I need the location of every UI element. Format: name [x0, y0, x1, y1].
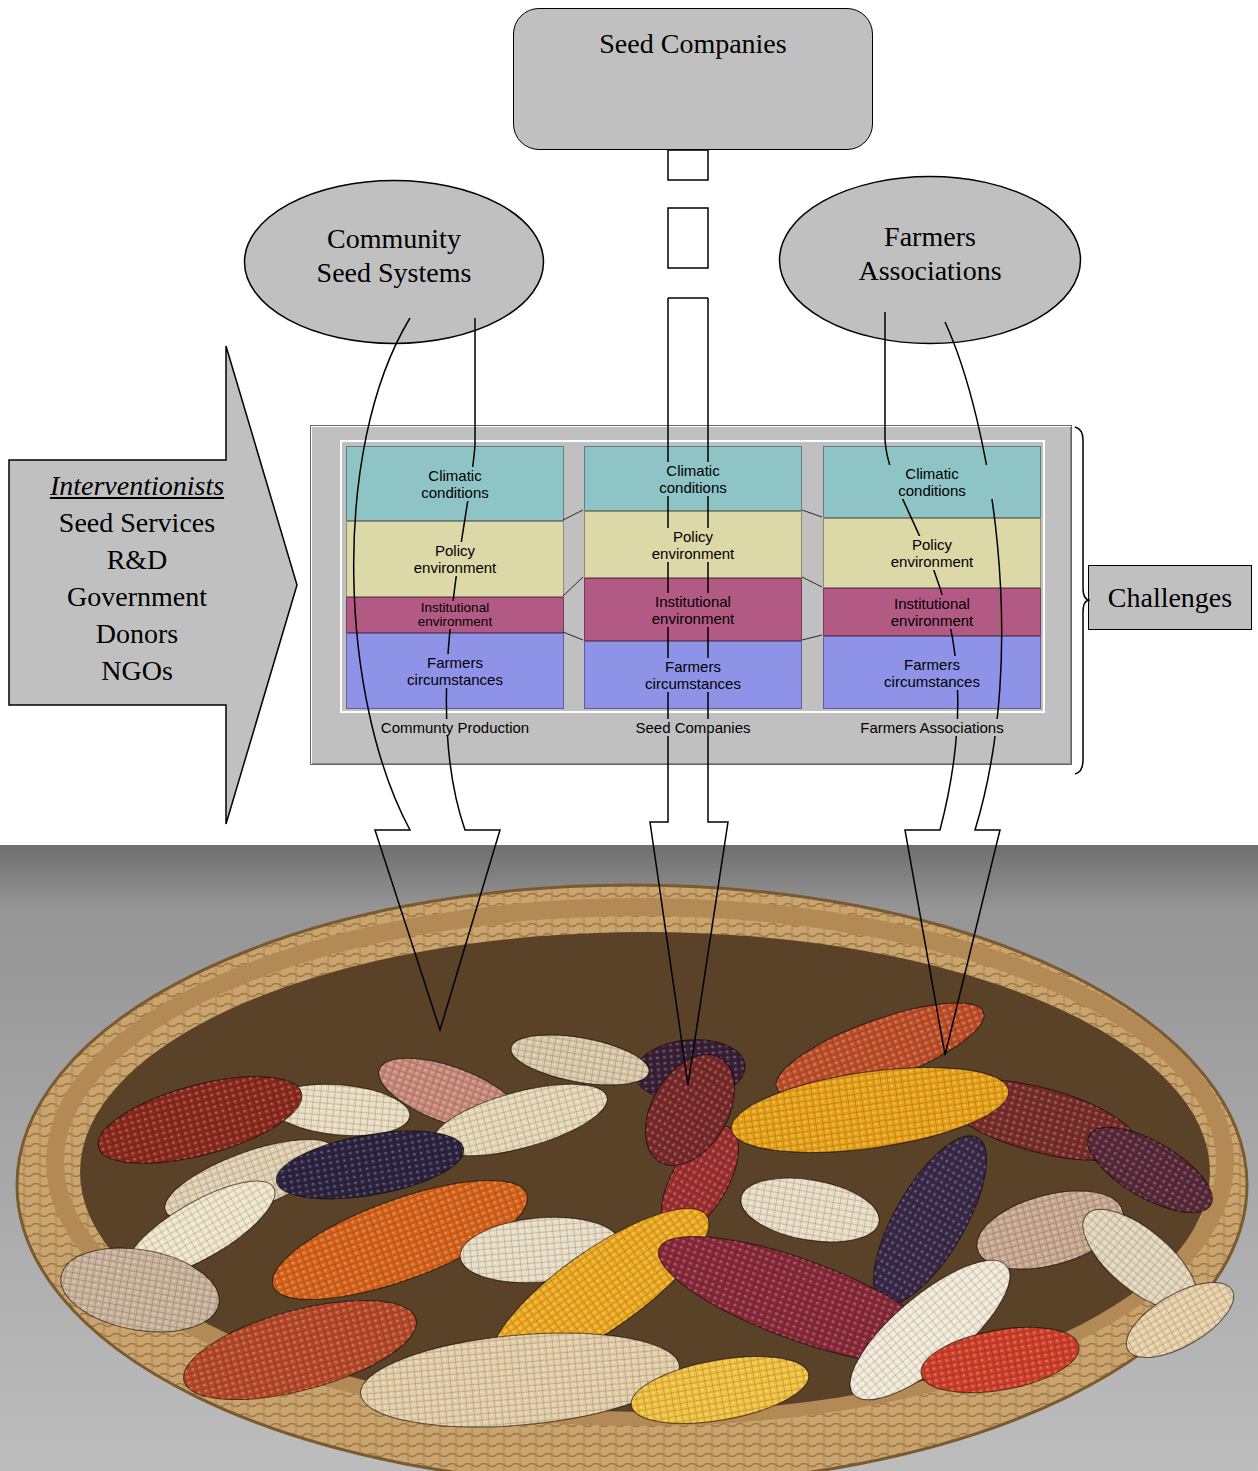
axis-label: Farmers Associations — [857, 719, 1006, 736]
band-label: Policy environment — [632, 528, 754, 562]
band-label: Policy environment — [871, 536, 993, 570]
band-label: Farmers circumstances — [632, 658, 754, 692]
axis-slot: Seed Companies — [584, 719, 802, 739]
series-lines — [563, 510, 822, 640]
node-label: Seed Companies — [599, 27, 786, 61]
band-label: Policy environment — [394, 542, 516, 576]
farmer-band: Farmers circumstances — [823, 636, 1041, 709]
axis-slot: Farmers Associations — [823, 719, 1041, 739]
farmer-band: Farmers circumstances — [584, 641, 802, 709]
band-label: Institutional environment — [394, 601, 516, 629]
node-label: Community Seed Systems — [307, 222, 482, 290]
institution-band: Institutional environment — [346, 597, 564, 633]
challenge-box: Challenges — [1088, 565, 1252, 630]
list-item: Seed Services — [28, 504, 246, 541]
challenge-panel: Communty Production Seed Companies Farmers… — [310, 425, 1072, 765]
band-label: Climatic conditions — [871, 465, 993, 499]
ellipse-shape — [245, 181, 544, 344]
axis-label: Seed Companies — [632, 719, 753, 736]
institution-band: Institutional environment — [823, 588, 1041, 636]
band-label: Farmers circumstances — [871, 656, 993, 690]
policy-band: Policy environment — [584, 511, 802, 578]
climate-band: Climatic conditions — [584, 446, 802, 511]
node-label: Challenges — [1108, 581, 1232, 615]
institution-band: Institutional environment — [584, 578, 802, 641]
plot-frame — [341, 441, 1044, 712]
list-item: Donors — [28, 615, 246, 652]
node-label: Farmers Associations — [843, 220, 1018, 288]
farmer-band: Farmers circumstances — [346, 633, 564, 709]
policy-band: Policy environment — [346, 521, 564, 597]
axis-label: Communty Production — [378, 719, 532, 736]
policy-band: Policy environment — [823, 518, 1041, 588]
source-ellipse: Community Seed Systems — [243, 179, 545, 345]
source-box: Seed Companies — [513, 8, 873, 150]
group-heading: Interventionists — [28, 467, 246, 504]
source-ellipse: Farmers Associations — [778, 175, 1082, 345]
band-label: Climatic conditions — [632, 462, 754, 496]
band-label: Climatic conditions — [394, 467, 516, 501]
band-label: Institutional environment — [871, 595, 993, 629]
axis-slot: Communty Production — [346, 719, 564, 739]
ellipse-shape — [780, 177, 1081, 344]
list-item: NGOs — [28, 652, 246, 689]
text-stack: InterventionistsSeed ServicesR&DGovernme… — [28, 467, 246, 689]
arrow-shape — [9, 346, 297, 824]
list-item: Government — [28, 578, 246, 615]
list-item: R&D — [28, 541, 246, 578]
band-label: Institutional environment — [632, 593, 754, 627]
climate-band: Climatic conditions — [823, 446, 1041, 518]
band-label: Farmers circumstances — [394, 654, 516, 688]
climate-band: Climatic conditions — [346, 446, 564, 521]
actor-arrow: InterventionistsSeed ServicesR&DGovernme… — [8, 345, 298, 825]
